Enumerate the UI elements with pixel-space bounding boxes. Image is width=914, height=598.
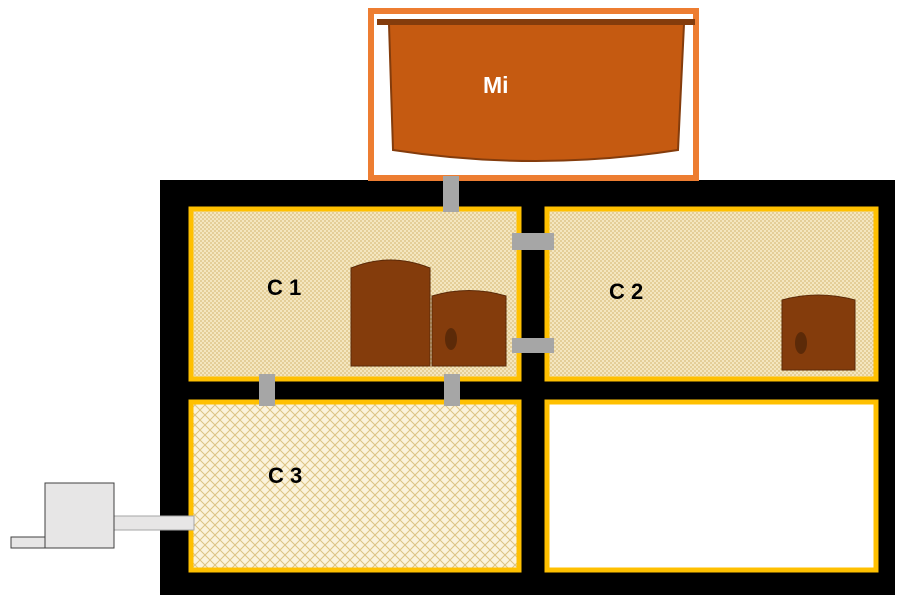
mi-basin (387, 23, 686, 162)
connector-c1-c2-top (512, 233, 554, 250)
label-c1: C 1 (267, 275, 301, 300)
chamber-4 (544, 399, 879, 573)
label-c3: C 3 (268, 463, 302, 488)
mi-basin-rim (377, 19, 695, 25)
connector-mi-c1 (443, 176, 459, 212)
device-base (10, 536, 46, 549)
short-cylinder-c2 (781, 294, 856, 371)
hole-c2 (795, 332, 807, 354)
device-box (44, 482, 115, 549)
chamber-3 (188, 399, 522, 573)
connector-c1-c3-left (259, 374, 275, 406)
label-mi: Mi (483, 72, 509, 98)
label-c2: C 2 (609, 279, 643, 304)
connector-c1-c3-right (444, 374, 460, 406)
device-pipe (113, 515, 195, 531)
hole-c1 (445, 328, 457, 350)
connector-c1-c2-bottom (512, 338, 554, 353)
short-cylinder-c1 (431, 290, 507, 367)
tall-cylinder (350, 259, 431, 367)
